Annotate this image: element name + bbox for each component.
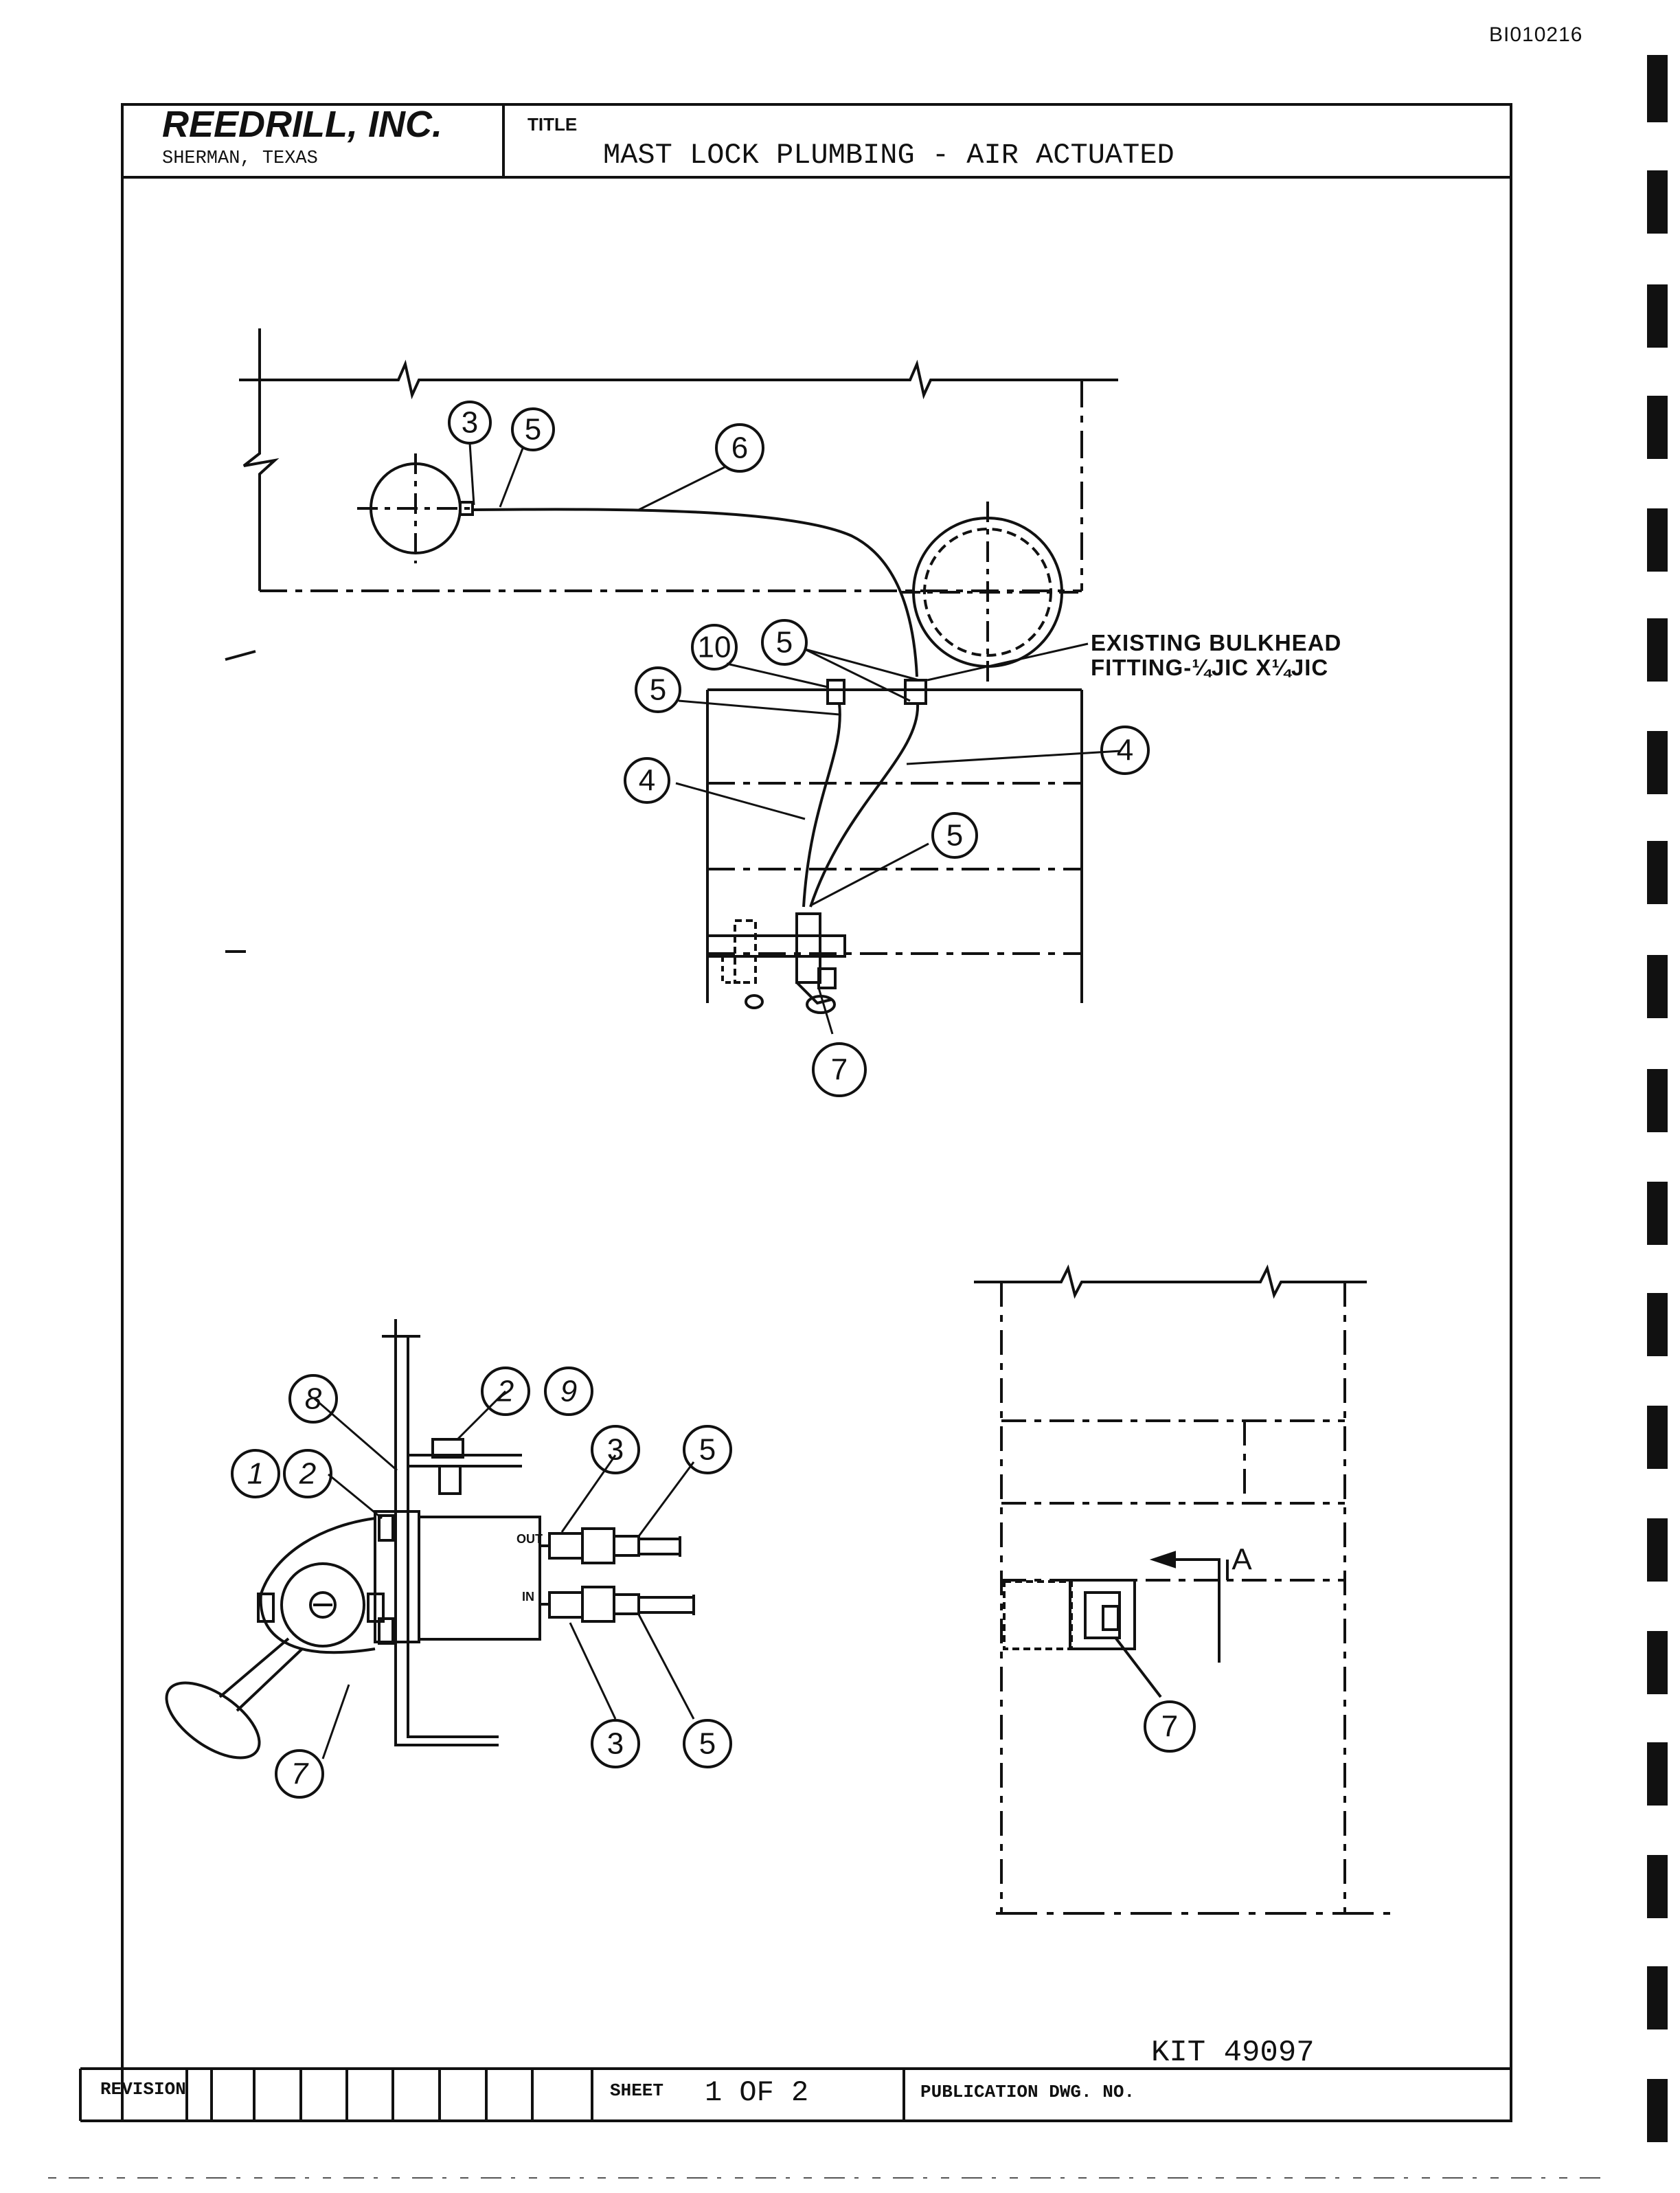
revision-label: REVISION <box>100 2079 186 2100</box>
callout-4: 4 <box>639 764 655 798</box>
top-view-callouts <box>448 401 1150 1097</box>
sheet-label: SHEET <box>610 2080 664 2101</box>
callout-5: 5 <box>776 626 793 660</box>
callout-6: 6 <box>731 431 748 465</box>
port-label-out: OUT <box>517 1532 543 1546</box>
bulkhead-note-line1: EXISTING BULKHEAD <box>1091 630 1342 655</box>
callout-9: 9 <box>560 1375 577 1408</box>
callout-7: 7 <box>1161 1710 1178 1744</box>
callout-3: 3 <box>607 1727 624 1761</box>
top-view-leaders <box>468 442 1122 1035</box>
callout-5: 5 <box>699 1433 716 1467</box>
section-marker-a: A <box>1231 1543 1252 1577</box>
drawing-title: MAST LOCK PLUMBING - AIR ACTUATED <box>603 139 1174 172</box>
callout-5: 5 <box>650 673 666 707</box>
sheet-border <box>121 103 1512 2122</box>
kit-number: KIT 49097 <box>1151 2036 1315 2070</box>
detail-view-leaders <box>314 1390 695 1759</box>
callout-8: 8 <box>305 1382 322 1416</box>
company-location: SHERMAN, TEXAS <box>162 148 318 169</box>
binding-marks <box>1647 55 1668 2142</box>
callout-1: 1 <box>247 1457 264 1491</box>
callout-3: 3 <box>607 1433 624 1467</box>
callout-4: 4 <box>1117 734 1133 767</box>
bulkhead-note: EXISTING BULKHEAD FITTING-¼JIC X¼JIC <box>1091 631 1341 680</box>
side-view <box>974 1264 1394 1915</box>
callout-5: 5 <box>946 819 963 853</box>
callout-3: 3 <box>462 406 478 440</box>
title-label: TITLE <box>527 114 578 135</box>
bulkhead-note-line2: FITTING-¼JIC X¼JIC <box>1091 655 1329 680</box>
callout-7: 7 <box>831 1053 848 1087</box>
callout-2: 2 <box>497 1375 514 1408</box>
callout-5: 5 <box>699 1727 716 1761</box>
sheet-number: 1 OF 2 <box>705 2076 809 2109</box>
callout-10: 10 <box>698 631 731 664</box>
detail-view-callouts <box>231 1367 732 1799</box>
detail-view <box>165 1319 695 1759</box>
callout-2: 2 <box>299 1457 316 1491</box>
callout-7: 7 <box>291 1757 309 1791</box>
callout-5: 5 <box>525 413 541 447</box>
port-label-in: IN <box>522 1590 534 1604</box>
publication-label: PUBLICATION DWG. NO. <box>920 2082 1135 2102</box>
document-id: BI010216 <box>1489 23 1583 46</box>
company-name: REEDRILL, INC. <box>162 104 443 145</box>
top-view <box>225 328 1118 1014</box>
